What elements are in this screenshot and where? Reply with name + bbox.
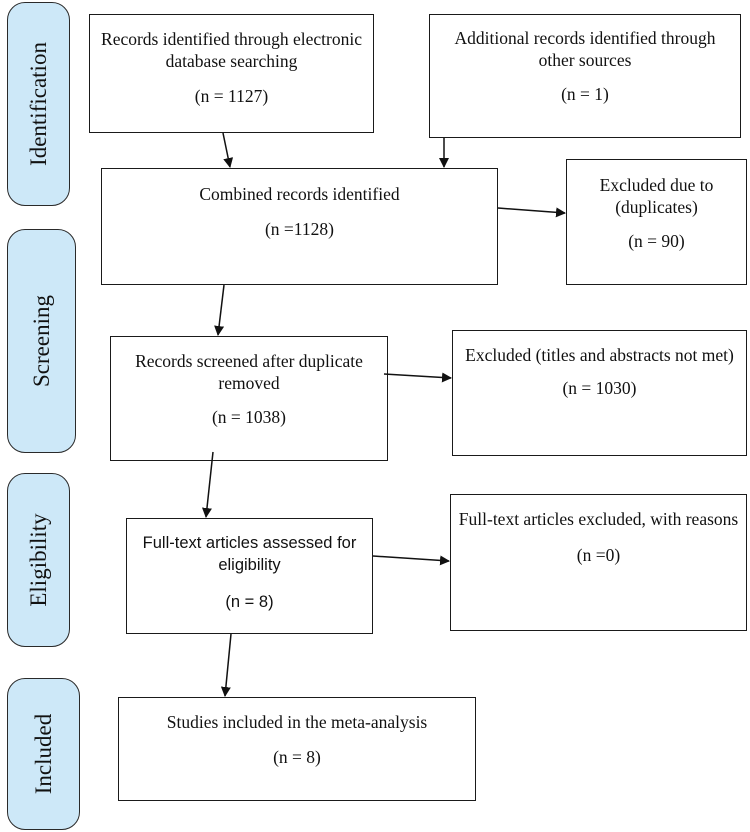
arrow-db-to-combined — [222, 132, 234, 168]
box-screened-count: (n = 1038) — [211, 407, 287, 427]
box-other-sources-count: (n = 1) — [561, 84, 609, 104]
phase-included: Included — [7, 678, 80, 830]
phase-screening: Screening — [7, 229, 76, 453]
box-included-studies-count: (n = 8) — [273, 747, 321, 767]
arrow-screened-to-excluded — [383, 372, 452, 383]
box-fulltext-excluded: Full-text articles excluded, with reason… — [450, 494, 747, 631]
box-fulltext-assessed-text: Full-text articles assessed for eligibil… — [142, 534, 357, 574]
box-fulltext-excluded-count: (n =0) — [576, 545, 621, 565]
box-excluded-titles-count: (n = 1030) — [562, 378, 637, 398]
box-excluded-duplicates: Excluded due to (duplicates) (n = 90) — [566, 159, 747, 285]
box-excluded-titles: Excluded (titles and abstracts not met) … — [452, 330, 747, 456]
box-combined-count: (n =1128) — [264, 219, 334, 239]
box-excluded-titles-text: Excluded (titles and abstracts not met) — [465, 345, 734, 365]
box-included-studies-text: Studies included in the meta-analysis — [166, 712, 428, 732]
box-screened-text: Records screened after duplicate removed — [135, 351, 363, 393]
box-other-sources-text: Additional records identified through ot… — [454, 28, 716, 70]
box-db-search-text: Records identified through electronic da… — [101, 29, 362, 71]
box-fulltext-excluded-text: Full-text articles excluded, with reason… — [458, 509, 739, 529]
arrow-combined-to-duplicates — [497, 207, 566, 218]
box-combined: Combined records identified (n =1128) — [101, 168, 498, 285]
box-db-search-count: (n = 1127) — [194, 86, 269, 106]
arrow-screened-to-fulltext — [201, 451, 214, 518]
phase-identification: Identification — [7, 2, 70, 206]
box-other-sources: Additional records identified through ot… — [429, 14, 741, 138]
phase-eligibility: Eligibility — [7, 473, 70, 647]
box-fulltext-assessed-count: (n = 8) — [225, 593, 274, 611]
box-included-studies: Studies included in the meta-analysis (n… — [118, 697, 476, 801]
box-fulltext-assessed: Full-text articles assessed for eligibil… — [126, 518, 373, 634]
arrow-fulltext-to-excluded — [372, 555, 450, 566]
box-excluded-duplicates-count: (n = 90) — [628, 231, 685, 251]
box-excluded-duplicates-text: Excluded due to (duplicates) — [599, 175, 714, 217]
box-screened: Records screened after duplicate removed… — [110, 336, 388, 461]
box-combined-text: Combined records identified — [199, 184, 400, 204]
arrow-fulltext-to-included — [220, 633, 232, 697]
box-db-search: Records identified through electronic da… — [89, 14, 374, 133]
arrow-combined-to-screened — [214, 284, 225, 336]
